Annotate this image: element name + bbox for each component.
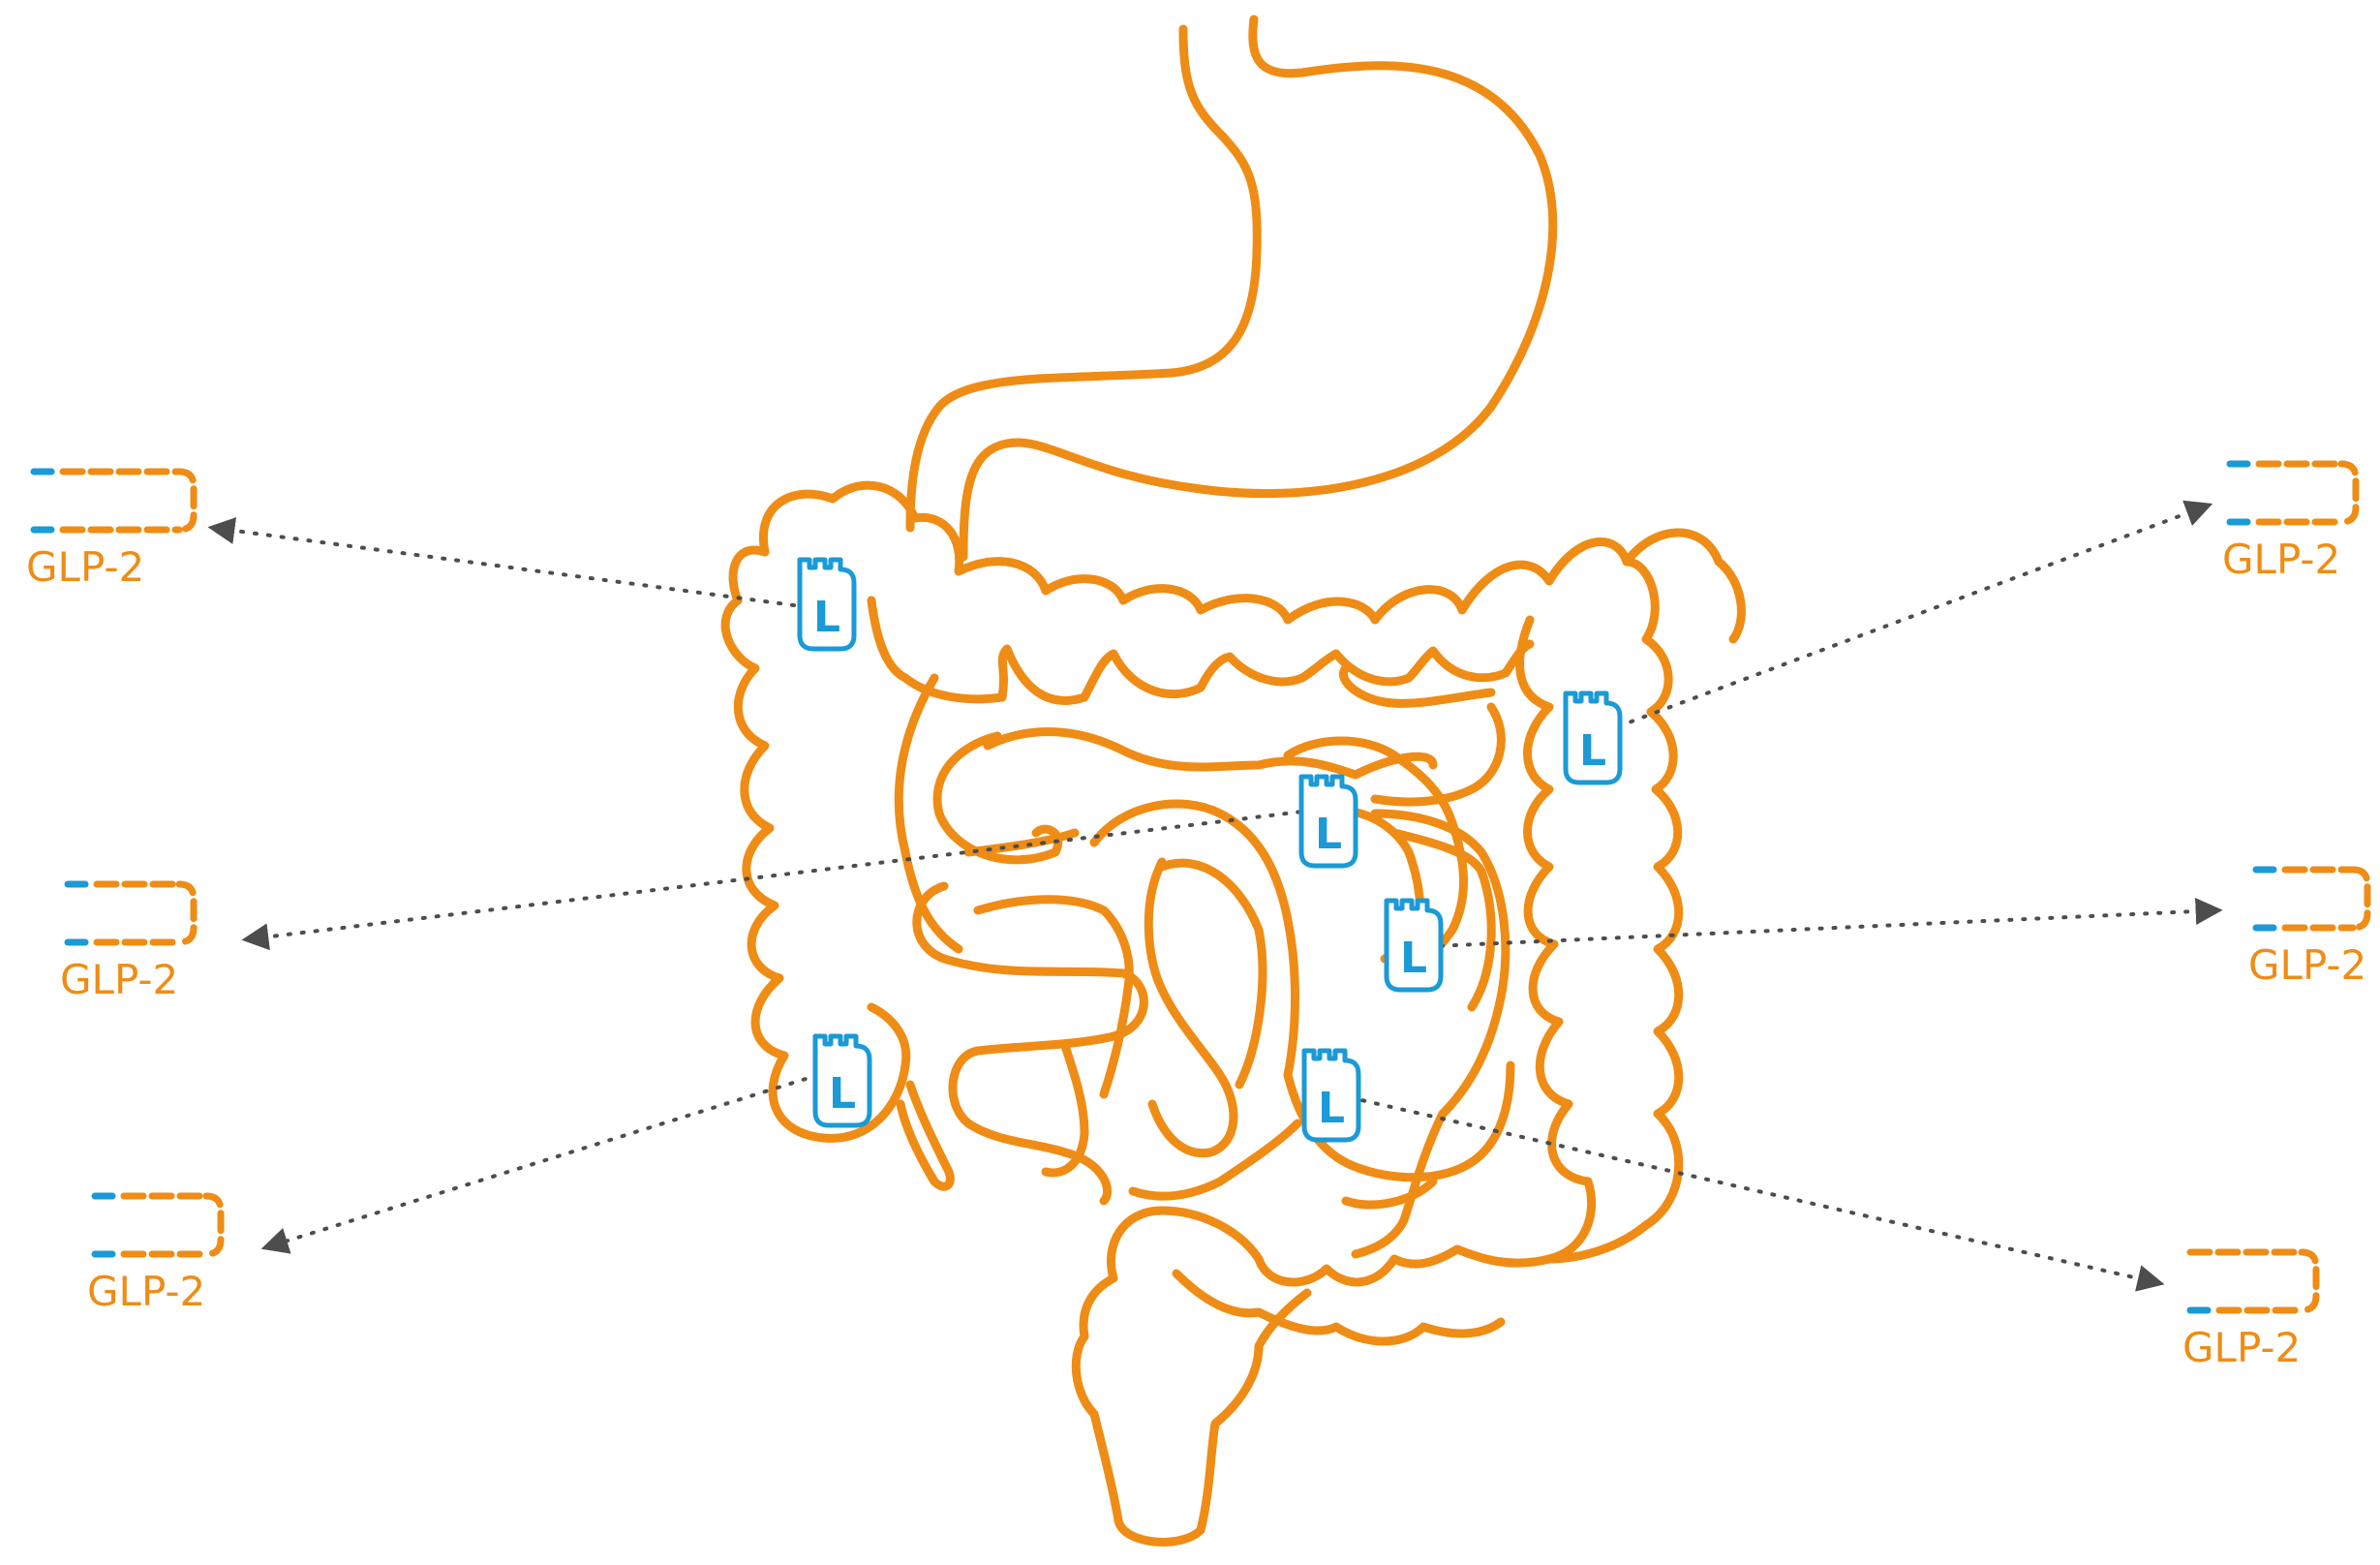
peptide-chain-icon: GLP-2	[87, 1196, 221, 1315]
transverse-colon-bottom	[871, 600, 1530, 700]
small-intestine-loop-3	[988, 732, 1433, 775]
l-cell-icon: L	[1301, 777, 1356, 866]
peptide-chain-icon: GLP-2	[2222, 464, 2356, 583]
small-intestine-loop-7	[1162, 863, 1263, 1085]
l-cell-letter: L	[1579, 726, 1606, 776]
esophagus-stomach-outline	[910, 29, 1257, 528]
peptide-chain-icon: GLP-2	[2182, 1252, 2316, 1371]
peptide-chain-icon: GLP-2	[60, 884, 194, 1003]
appendix	[900, 1085, 950, 1186]
peptide-label: GLP-2	[26, 543, 144, 591]
small-intestine-loop-5	[978, 900, 1129, 1094]
l-cell-letter: L	[1318, 1084, 1345, 1133]
peptide-chain-icon: GLP-2	[26, 472, 194, 591]
l-cell-icon: L	[1566, 693, 1620, 782]
release-arrow-2	[247, 809, 1327, 939]
descending-colon-outer	[1549, 562, 1679, 1259]
small-intestine-loop-1	[899, 678, 959, 949]
l-cell-icon: L	[815, 1036, 870, 1125]
small-intestine-loop-14	[1133, 1123, 1297, 1196]
l-cell-icon: L	[1304, 1051, 1358, 1140]
l-cell-letter: L	[1400, 934, 1427, 983]
small-intestine-loop-20	[1346, 1181, 1433, 1205]
release-arrow-3	[266, 1075, 818, 1247]
l-cell-letter: L	[1315, 810, 1342, 859]
peptide-label: GLP-2	[2222, 536, 2340, 583]
l-cell-letter: L	[829, 1069, 856, 1119]
transverse-colon-top	[763, 485, 1741, 639]
small-intestine-loop-8	[1148, 862, 1234, 1153]
peptide-label: GLP-2	[60, 956, 178, 1003]
peptide-label: GLP-2	[2182, 1324, 2301, 1371]
l-cell-letter: L	[813, 593, 840, 642]
peptide-label: GLP-2	[2248, 941, 2366, 989]
sigmoid-colon	[1076, 1211, 1549, 1542]
release-arrows	[213, 506, 2217, 1283]
peptide-chain-icon: GLP-2	[2248, 870, 2367, 989]
stomach-inner-curve	[963, 19, 1553, 557]
release-arrow-1	[213, 528, 794, 605]
peptide-label: GLP-2	[87, 1268, 205, 1315]
l-cells: L L L L L L	[800, 560, 1620, 1140]
l-cell-icon: L	[800, 560, 854, 649]
small-intestine-loop-4	[917, 886, 1144, 1201]
release-arrow-4	[1593, 506, 2208, 736]
l-cell-icon: L	[1387, 901, 1441, 990]
sigmoid-inner	[1176, 1273, 1501, 1341]
